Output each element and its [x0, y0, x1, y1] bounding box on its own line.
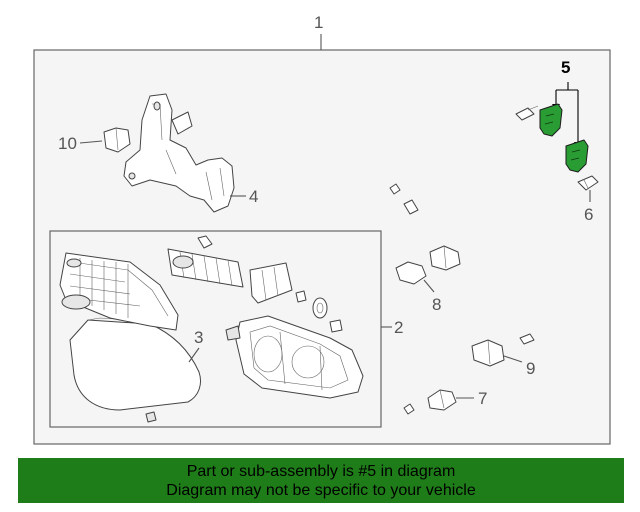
adjuster-bracket-part-5-a[interactable] — [539, 103, 563, 137]
leader-8 — [423, 279, 435, 293]
bulb-part-6[interactable] — [577, 175, 599, 191]
leader-9 — [503, 355, 523, 363]
lens-part-3[interactable] — [69, 317, 202, 411]
callout-7[interactable]: 7 — [478, 389, 487, 408]
callout-2[interactable]: 2 — [394, 318, 403, 337]
callout-1[interactable]: 1 — [314, 13, 323, 32]
side-marker-lens — [249, 262, 307, 304]
grille-insert — [167, 235, 244, 288]
callout-9[interactable]: 9 — [526, 359, 535, 378]
reflector-bezel — [59, 252, 179, 331]
callout-10[interactable]: 10 — [58, 134, 77, 153]
callout-5[interactable]: 5 — [561, 58, 570, 77]
adjuster-bracket-part-5-b[interactable] — [565, 139, 589, 173]
banner-line-disclaimer: Diagram may not be specific to your vehi… — [166, 482, 476, 499]
screw — [515, 105, 539, 121]
banner-line-part: Part or sub-assembly is #5 in diagram — [186, 463, 456, 480]
leader-5 — [555, 82, 579, 142]
socket-part-10[interactable] — [103, 127, 131, 153]
socket-part-9[interactable] — [471, 339, 505, 367]
bracket-part-4[interactable] — [123, 93, 235, 213]
retainer-clips — [389, 183, 535, 415]
socket-part-8[interactable] — [395, 245, 461, 285]
leader-10 — [79, 140, 103, 144]
callout-8[interactable]: 8 — [432, 295, 441, 314]
callout-6[interactable]: 6 — [584, 205, 593, 224]
leader-3 — [188, 347, 200, 363]
info-banner: Part or sub-assembly is #5 in diagram Di… — [18, 458, 624, 503]
gasket — [312, 297, 343, 333]
callout-3[interactable]: 3 — [194, 328, 203, 347]
clip — [145, 411, 157, 423]
housing — [225, 315, 364, 399]
callout-4[interactable]: 4 — [249, 187, 258, 206]
socket-part-7[interactable] — [427, 389, 457, 411]
